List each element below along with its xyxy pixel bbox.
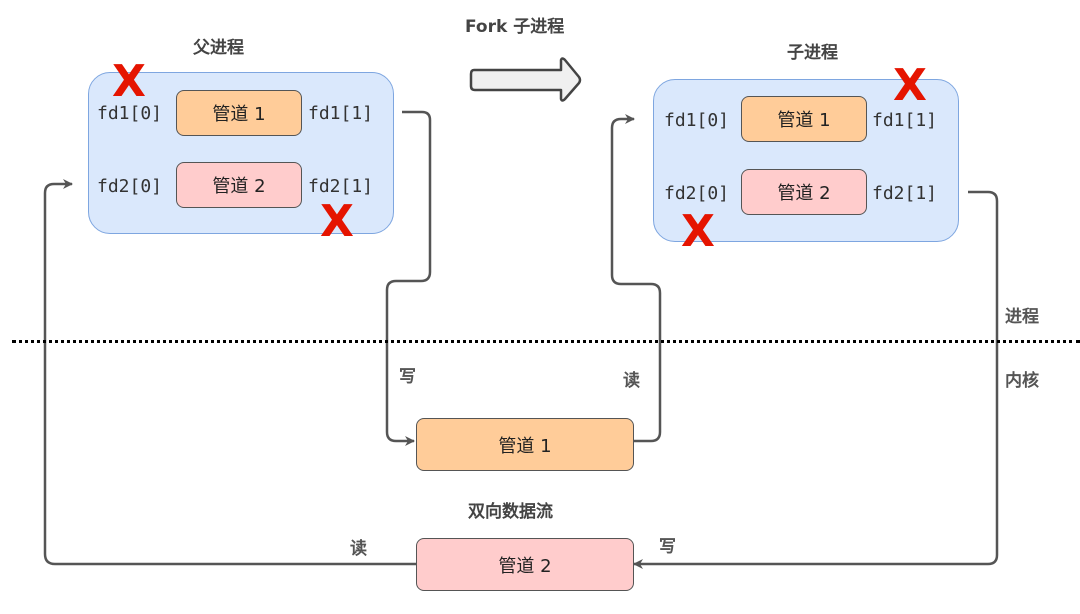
kernel-pipe1: 管道 1 [416,418,634,471]
right-arrow-icon [469,57,582,102]
pipe2-write-label: 写 [659,537,676,557]
parent-pipe2: 管道 2 [176,162,302,208]
parent-write-pipe1-line [385,110,432,446]
bidirectional-flow-caption: 双向数据流 [468,502,553,522]
child-pipe2-label: 管道 2 [777,183,831,204]
child-pipe2: 管道 2 [741,169,867,215]
child-pipe1-label: 管道 1 [777,110,831,131]
kernel-pipe1-label: 管道 1 [498,435,552,457]
user-space-label: 进程 [1005,307,1039,327]
kernel-pipe2-label: 管道 2 [498,555,552,577]
child-read-pipe1-line [610,114,662,443]
pipe1-write-label: 写 [399,367,416,387]
parent-pipe1-label: 管道 1 [212,104,266,125]
parent-fd1-write: fd1[1] [308,103,374,124]
child-process-title: 子进程 [787,43,838,63]
parent-process-title: 父进程 [193,38,244,58]
close-icon-parent-fd2-write: X [320,196,354,247]
child-fd2-write: fd2[1] [872,183,938,204]
close-icon-child-fd1-write: X [893,60,927,111]
parent-fd2-write: fd2[1] [308,176,374,197]
fork-label: Fork 子进程 [465,17,565,37]
child-write-pipe2-line [633,190,999,569]
kernel-space-label: 内核 [1005,371,1039,391]
parent-read-pipe2-line [43,179,416,566]
pipe2-read-label: 读 [350,539,367,559]
kernel-pipe2: 管道 2 [416,538,634,591]
user-kernel-divider [12,340,1080,343]
close-icon-parent-fd1-read: X [112,56,146,107]
close-icon-child-fd2-read: X [681,206,715,257]
child-fd2-read: fd2[0] [664,183,730,204]
parent-pipe2-label: 管道 2 [212,176,266,197]
child-pipe1: 管道 1 [741,96,867,142]
pipe1-read-label: 读 [623,371,640,391]
parent-fd1-read: fd1[0] [97,103,163,124]
child-fd1-read: fd1[0] [664,110,730,131]
parent-pipe1: 管道 1 [176,90,302,136]
parent-fd2-read: fd2[0] [97,176,163,197]
child-fd1-write: fd1[1] [872,110,938,131]
